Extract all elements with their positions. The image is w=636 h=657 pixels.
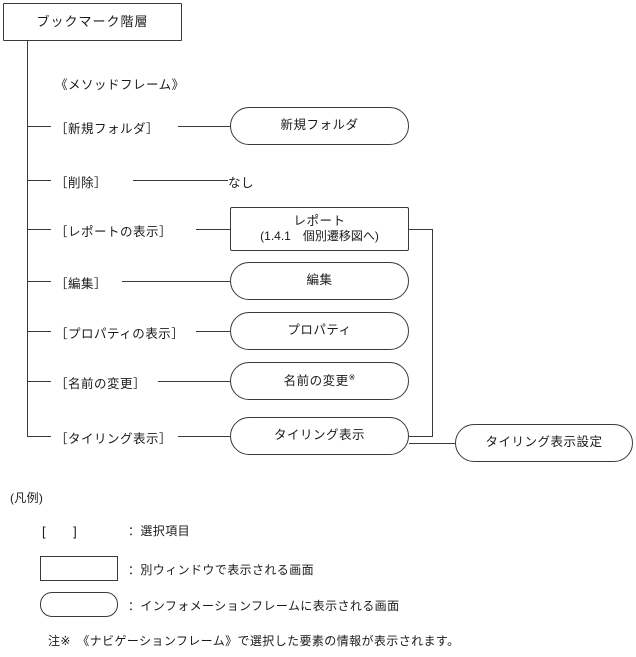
root-node-bookmark-hierarchy: ブックマーク階層: [3, 3, 182, 41]
screen-node-tiling-settings: タイリング表示設定: [455, 424, 633, 462]
branch-stub-5: [27, 331, 51, 332]
menu-label-5: ［プロパティの表示］: [55, 327, 185, 341]
legend-footnote: 注※ 《ナビゲーションフレーム》で選択した要素の情報が表示されます。: [48, 634, 460, 648]
legend-title: (凡例): [10, 491, 44, 505]
connector-tiling-settings: [409, 443, 455, 444]
bracket-top-segment: [409, 229, 433, 230]
connector-4: [122, 281, 230, 282]
branch-stub-6: [27, 381, 51, 382]
menu-label-2: ［削除］: [55, 176, 108, 190]
screen-node-report: レポート (1.4.1 個別遷移図へ): [230, 207, 409, 251]
screen-node-label-3: レポート: [293, 213, 346, 228]
branch-stub-2: [27, 180, 51, 181]
menu-label-3: ［レポートの表示］: [55, 225, 173, 239]
connector-5: [196, 331, 230, 332]
screen-node-edit: 編集: [230, 262, 409, 300]
legend-symbol-rounded-rectangle: [40, 592, 118, 617]
screen-node-label-6: 名前の変更※: [283, 372, 356, 388]
screen-node-sublabel-3: (1.4.1 個別遷移図へ): [260, 229, 379, 244]
root-node-label: ブックマーク階層: [36, 13, 149, 29]
screen-node-none-label: なし: [228, 176, 255, 190]
screen-node-label-5: プロパティ: [287, 323, 352, 338]
screen-node-property: プロパティ: [230, 312, 409, 350]
legend-symbol-rectangle: [40, 556, 118, 581]
screen-node-label-1: 新規フォルダ: [280, 118, 359, 133]
connector-7: [178, 436, 230, 437]
screen-node-rename: 名前の変更※: [230, 362, 409, 400]
screen-node-new-folder: 新規フォルダ: [230, 107, 409, 145]
screen-node-label-tiling-settings: タイリング表示設定: [485, 435, 603, 450]
connector-3: [196, 229, 230, 230]
trunk-line: [27, 41, 28, 437]
method-frame-label: 《メソッドフレーム》: [55, 78, 185, 92]
connector-6: [158, 381, 230, 382]
connector-2: [133, 180, 228, 181]
branch-stub-7: [27, 436, 51, 437]
bracket-bottom-segment: [409, 436, 433, 437]
bracket-vertical-rail: [432, 229, 433, 437]
menu-label-6: ［名前の変更］: [55, 377, 147, 391]
screen-node-label-7: タイリング表示: [273, 428, 365, 443]
legend-text-selection-item: ：選択項目: [128, 524, 191, 538]
branch-stub-4: [27, 281, 51, 282]
branch-stub-1: [27, 126, 51, 127]
screen-node-label-4: 編集: [306, 273, 333, 288]
legend-symbol-bracket: [ ]: [42, 524, 78, 539]
menu-label-4: ［編集］: [55, 277, 108, 291]
footnote-mark: ※: [348, 372, 356, 382]
screen-node-tiling: タイリング表示: [230, 417, 409, 455]
menu-label-7: ［タイリング表示］: [55, 432, 173, 446]
menu-label-1: ［新規フォルダ］: [55, 122, 160, 136]
legend-text-separate-window: ：別ウィンドウで表示される画面: [128, 563, 315, 577]
legend-text-information-frame: ：インフォメーションフレームに表示される画面: [128, 599, 400, 613]
branch-stub-3: [27, 229, 51, 230]
connector-1: [178, 126, 230, 127]
